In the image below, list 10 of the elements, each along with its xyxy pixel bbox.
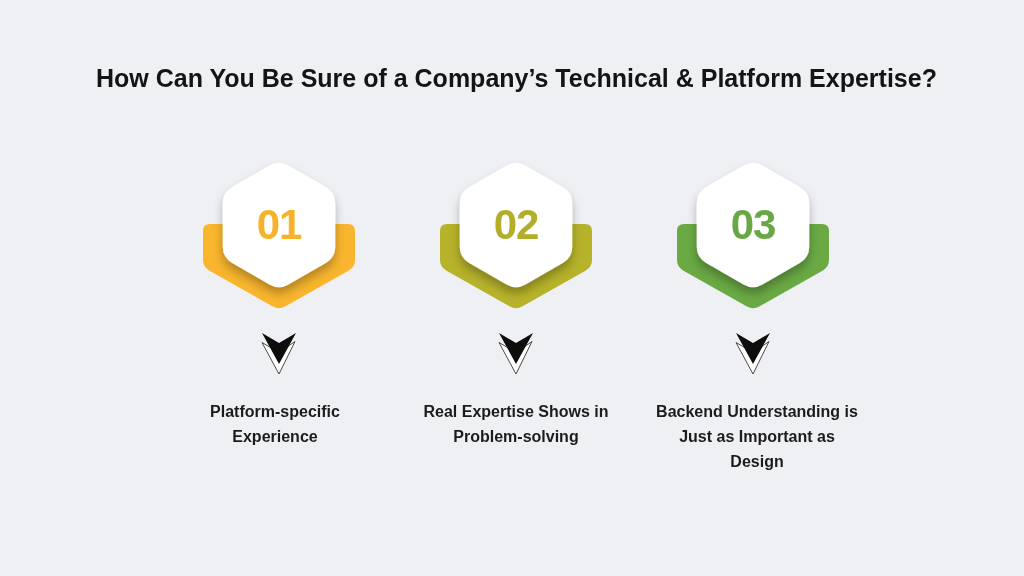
chevron-arrow	[735, 333, 770, 375]
step-label: Platform-specific Experience	[171, 399, 379, 449]
step-number: 03	[730, 202, 776, 248]
chevron-arrow	[498, 333, 533, 375]
step-number: 02	[493, 202, 539, 248]
step-label: Real Expertise Shows in Problem-solving	[412, 399, 620, 449]
title: How Can You Be Sure of a Company’s Technical & Platform Expertise?	[96, 63, 937, 94]
step-label: Backend Understanding is Just as Important as Design	[653, 399, 861, 474]
chevron-arrow	[261, 333, 296, 375]
step-number: 01	[256, 202, 302, 248]
